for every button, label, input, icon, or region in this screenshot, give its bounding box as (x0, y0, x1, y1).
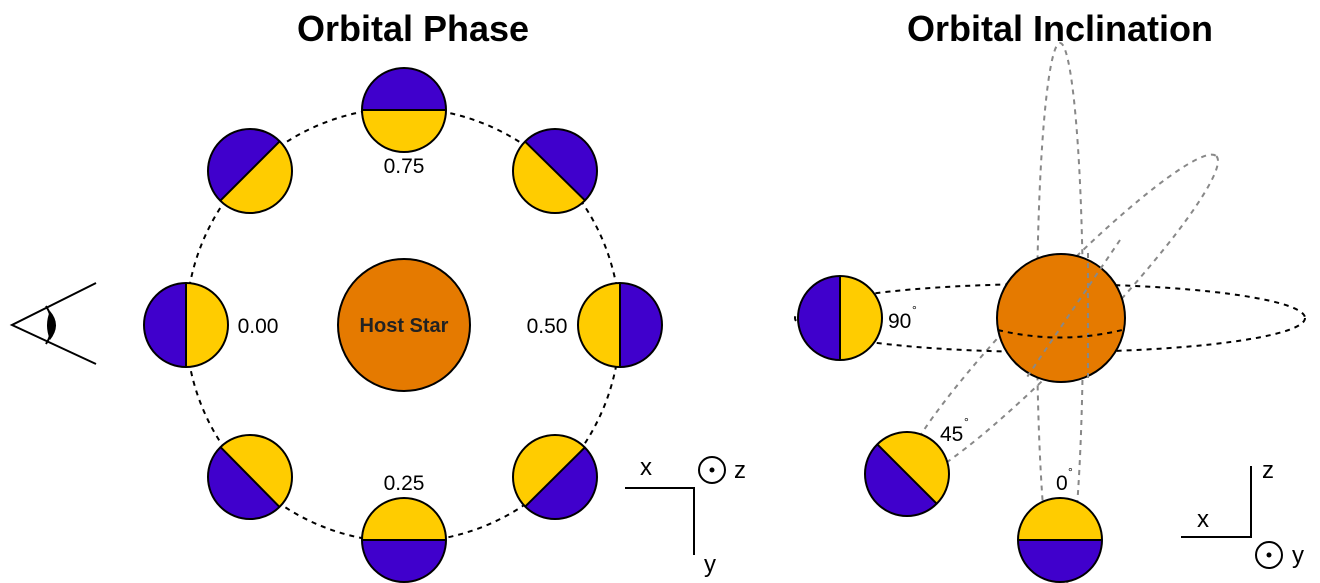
planet-day-side (186, 283, 228, 367)
planet-day-side (840, 276, 882, 360)
planet-day-side (220, 435, 292, 507)
svg-text:90: 90 (888, 310, 911, 333)
phase-axis-x-label: x (640, 454, 652, 481)
inclination-label-0: 0 ° (1056, 465, 1073, 495)
inclination-axis-x-label: x (1197, 506, 1209, 533)
terminator-line (219, 446, 281, 508)
inclination-axis-z-label: z (1262, 457, 1274, 484)
planet-inclination-0 (1017, 497, 1103, 583)
planet-top-left (207, 128, 293, 214)
terminator-line (876, 443, 938, 505)
host-star-label: Host Star (360, 315, 449, 337)
planet-outline (797, 275, 883, 361)
planet-outline (207, 128, 293, 214)
inclination-axes: x z y (1181, 457, 1304, 569)
phase-axes: x y z (625, 454, 746, 578)
planet-day-side (877, 432, 949, 504)
planet-bottom-left (207, 434, 293, 520)
svg-text:0: 0 (1056, 472, 1068, 495)
planet-outline (207, 434, 293, 520)
out-of-page-icon (1255, 541, 1283, 569)
planet-day-side (1018, 498, 1102, 540)
planet-inclination-90 (797, 275, 883, 361)
phase-label-0-00: 0.00 (238, 315, 279, 338)
planet-phase-0-25 (361, 497, 447, 583)
planet-inclination-45 (864, 431, 950, 517)
planet-day-side (578, 283, 620, 367)
phase-label-0-75: 0.75 (384, 155, 425, 178)
planet-day-side (513, 435, 585, 507)
planet-day-side (513, 141, 585, 214)
phase-axis-y-label: y (704, 551, 716, 578)
inclination-label-90: 90 ° (888, 303, 917, 333)
terminator-line (524, 446, 586, 508)
planet-outline (361, 67, 447, 153)
svg-text:45: 45 (940, 423, 963, 446)
planet-outline (512, 434, 598, 520)
planet-outline (143, 282, 229, 368)
planet-outline (361, 497, 447, 583)
orbital-phase-panel: Orbital Phase Host Star 0.75 0.00 0.50 0… (9, 8, 746, 583)
planet-bottom-right (512, 434, 598, 520)
host-star (337, 258, 471, 392)
planet-outline (577, 282, 663, 368)
phase-label-0-50: 0.50 (527, 315, 568, 338)
terminator-line (524, 140, 586, 202)
inclination-axis-y-label: y (1292, 542, 1304, 569)
planet-day-side (220, 141, 292, 213)
inclination-planets (797, 275, 1103, 583)
inclination-label-45: 45 ° (940, 415, 969, 446)
out-of-page-icon (698, 456, 726, 484)
planet-phase-0-00 (143, 282, 229, 368)
planet-outline (1017, 497, 1103, 583)
planet-outline (864, 431, 950, 517)
phase-axis-z-label: z (734, 457, 746, 484)
inclination-star (996, 253, 1126, 383)
planet-day-side (362, 498, 446, 540)
planet-phase-0-75 (361, 67, 447, 153)
planet-top-right (512, 128, 598, 214)
svg-text:°: ° (964, 415, 969, 429)
phase-planets (143, 67, 663, 583)
svg-text:°: ° (912, 303, 917, 317)
eye-icon (9, 282, 97, 365)
orbital-phase-title: Orbital Phase (297, 8, 529, 49)
phase-label-0-25: 0.25 (384, 472, 425, 495)
svg-text:°: ° (1068, 465, 1073, 479)
planet-day-side (362, 110, 446, 152)
planet-outline (512, 128, 598, 214)
planet-phase-0-50 (577, 282, 663, 368)
terminator-line (219, 140, 281, 202)
orbital-inclination-panel: Orbital Inclination 90 ° 45 ° 0 ° x (794, 8, 1306, 583)
